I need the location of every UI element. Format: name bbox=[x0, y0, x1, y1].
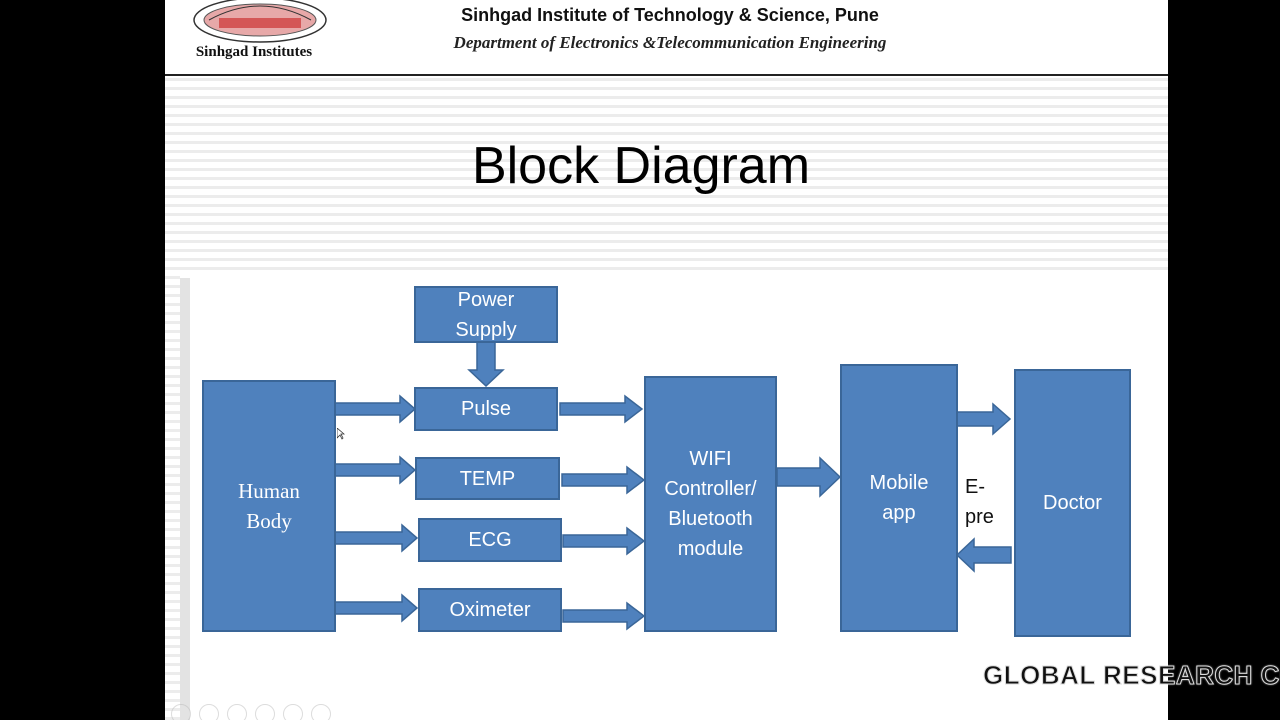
arrow-mobile-to-doctor bbox=[956, 402, 1012, 436]
pulse-label: Pulse bbox=[460, 398, 512, 420]
prev-slide-icon[interactable] bbox=[171, 704, 191, 720]
arrow-body-to-pulse bbox=[334, 394, 417, 424]
e-prescription-label: E- pre bbox=[965, 472, 1005, 532]
slide-title: Block Diagram bbox=[471, 137, 811, 195]
more-options-icon[interactable] bbox=[311, 704, 331, 720]
department-name: Department of Electronics &Telecommunica… bbox=[453, 33, 887, 52]
logo-text: Sinhgad Institutes bbox=[195, 44, 313, 60]
oximeter-label: Oximeter bbox=[449, 599, 531, 621]
panel-edge bbox=[180, 278, 190, 720]
arrow-pulse-to-wifi bbox=[559, 394, 644, 424]
wifi-line4: module bbox=[677, 538, 744, 560]
institute-name: Sinhgad Institute of Technology & Scienc… bbox=[461, 5, 879, 25]
wifi-line3: Bluetooth bbox=[668, 508, 753, 530]
wifi-controller-block: WIFI Controller/ Bluetooth module bbox=[644, 376, 777, 632]
arrow-oximeter-to-wifi bbox=[562, 601, 646, 631]
doctor-block: Doctor bbox=[1014, 369, 1131, 637]
mobile-app-block: Mobile app bbox=[840, 364, 958, 632]
mobile-line1: Mobile bbox=[869, 472, 929, 494]
arrow-ecg-to-wifi bbox=[562, 526, 646, 556]
wifi-line1: WIFI bbox=[689, 448, 732, 470]
arrow-body-to-oximeter bbox=[334, 593, 419, 623]
doctor-label: Doctor bbox=[1043, 492, 1102, 514]
power-supply-line2: Supply bbox=[455, 318, 517, 341]
mobile-line2: app bbox=[882, 502, 916, 524]
diagram-arrows bbox=[334, 341, 1012, 631]
channel-watermark: GLOBAL RESEARCH CO bbox=[983, 660, 1280, 691]
human-body-line2: Body bbox=[246, 509, 292, 533]
oximeter-block: Oximeter bbox=[418, 588, 562, 632]
mouse-cursor-icon bbox=[337, 428, 345, 440]
ecg-block: ECG bbox=[418, 518, 562, 562]
wifi-line2: Controller/ bbox=[664, 478, 757, 500]
human-body-line1: Human bbox=[238, 479, 300, 503]
epre-line2: pre bbox=[965, 506, 994, 528]
arrow-wifi-to-mobile bbox=[776, 456, 842, 498]
ecg-label: ECG bbox=[468, 529, 512, 551]
arrow-body-to-temp bbox=[334, 455, 417, 485]
slideshow-toolbar bbox=[171, 704, 331, 720]
pen-icon[interactable] bbox=[227, 704, 247, 720]
arrow-doctor-to-mobile bbox=[955, 537, 1012, 573]
next-slide-icon[interactable] bbox=[199, 704, 219, 720]
zoom-icon[interactable] bbox=[283, 704, 303, 720]
institute-logo bbox=[193, 0, 327, 43]
arrow-temp-to-wifi bbox=[561, 465, 646, 495]
temp-label: TEMP bbox=[459, 467, 516, 490]
temp-block: TEMP bbox=[415, 457, 560, 500]
pulse-block: Pulse bbox=[414, 387, 558, 431]
epre-line1: E- bbox=[965, 476, 985, 498]
slide-header: Sinhgad Institutes Sinhgad Institute of … bbox=[165, 0, 1168, 76]
arrow-power-to-pulse bbox=[467, 341, 505, 388]
arrow-body-to-ecg bbox=[334, 523, 419, 553]
grid-view-icon[interactable] bbox=[255, 704, 275, 720]
slide: Sinhgad Institutes Sinhgad Institute of … bbox=[165, 0, 1168, 720]
power-supply-line1: Power bbox=[457, 288, 515, 311]
